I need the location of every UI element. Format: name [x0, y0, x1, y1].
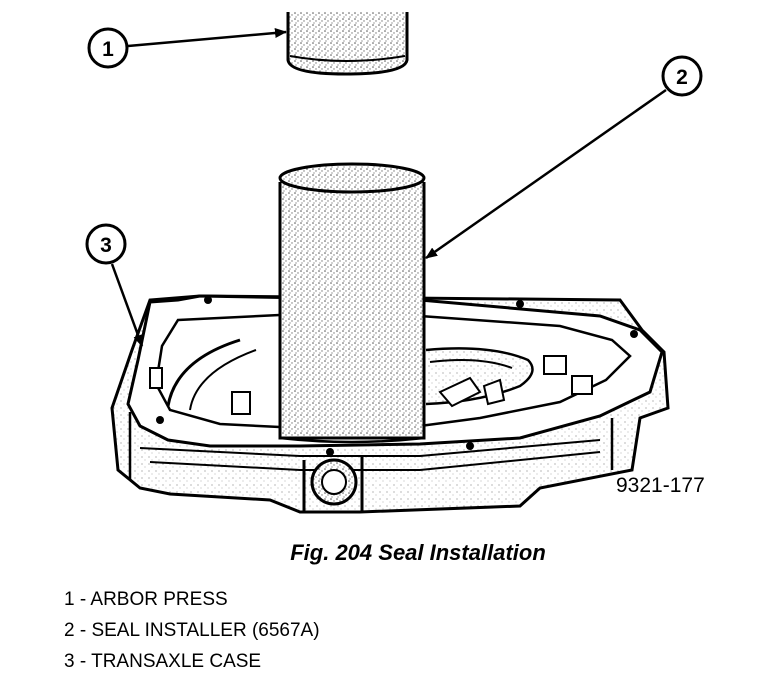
legend-item: 2 - SEAL INSTALLER (6567A): [64, 620, 320, 641]
seal-installer: [278, 162, 426, 444]
callout-1-number: 1: [102, 38, 114, 61]
legend-list: 1 - ARBOR PRESS 2 - SEAL INSTALLER (6567…: [64, 584, 320, 677]
figure-caption: Fig. 204 Seal Installation: [290, 540, 546, 565]
arbor-press-ram: [286, 12, 409, 76]
callout-2-number: 2: [676, 66, 688, 89]
callout-2: 2: [425, 55, 703, 260]
callout-3-number: 3: [100, 234, 112, 257]
legend-item: 3 - TRANSAXLE CASE: [64, 651, 262, 672]
drawing-number: 9321-177: [616, 474, 705, 497]
legend-item: 1 - ARBOR PRESS: [64, 589, 228, 610]
callout-1: 1: [87, 27, 287, 69]
callout-3: 3: [85, 223, 144, 347]
seal-installation-diagram: 1 2 3 9321-177: [85, 12, 705, 514]
